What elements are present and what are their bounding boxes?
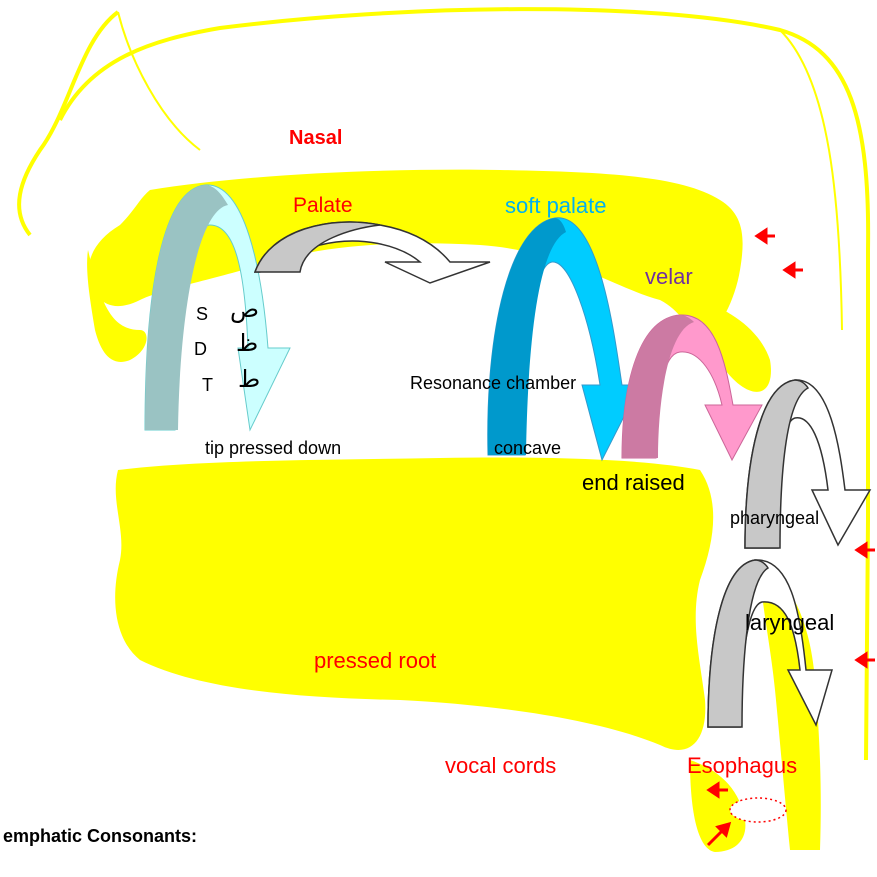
red-arrow-1 [757,230,775,242]
letter-d-latin: D [194,340,207,358]
pressed-root-label: pressed root [314,650,436,672]
concave-label: concave [494,439,561,457]
pharyngeal-label: pharyngeal [730,509,819,527]
nasal-label: Nasal [289,128,342,148]
letter-t-arabic: ط [238,368,260,392]
red-arrow-2 [785,264,803,276]
tip-pressed-down-label: tip pressed down [205,439,341,457]
tongue-region [115,458,713,750]
letter-d-arabic: ظ [236,332,258,356]
vocal-cords-label: vocal cords [445,755,556,777]
end-raised-label: end raised [582,472,685,494]
vocal-cords-ellipse [730,798,786,822]
esophagus-label: Esophagus [687,755,797,777]
red-arrow-3 [857,544,875,556]
laryngeal-label: laryngeal [745,612,834,634]
emphatic-consonants-heading: emphatic Consonants: [3,827,197,845]
letter-s-arabic: ص [230,298,259,322]
letter-s-latin: S [196,305,208,323]
letter-t-latin: T [202,376,213,394]
resonance-chamber-label: Resonance chamber [410,374,576,392]
soft-palate-label: soft palate [505,195,607,217]
velar-label: velar [645,266,693,288]
red-arrow-4 [857,654,875,666]
palate-label: Palate [293,195,353,216]
